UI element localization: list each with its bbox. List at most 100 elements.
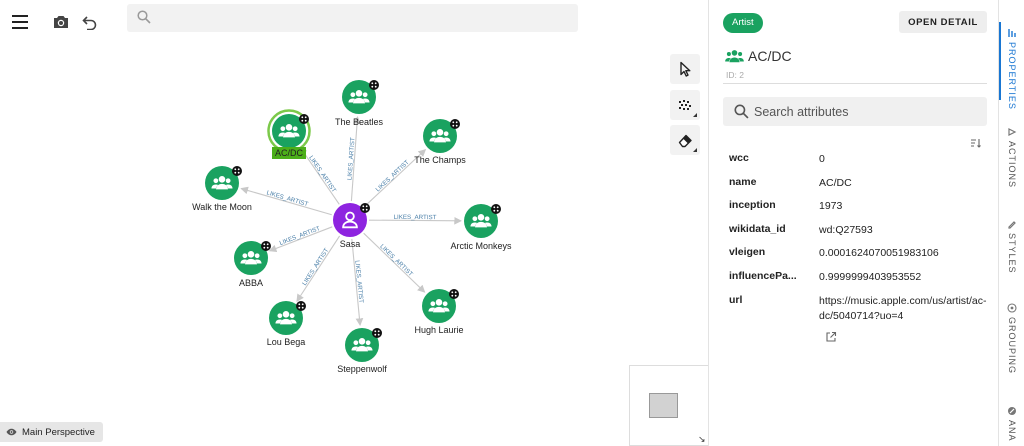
relationship-edge[interactable]: [363, 232, 426, 293]
tab-label: GROUPING: [1007, 317, 1017, 375]
relationship-edge[interactable]: [363, 148, 427, 208]
tab-actions[interactable]: ACTIONS: [999, 127, 1024, 188]
attribute-value[interactable]: https://music.apple.com/us/artist/ac-dc/…: [819, 295, 987, 322]
edge-label: LIKES_ARTIST: [346, 137, 356, 180]
graph-node-beatles[interactable]: The Beatles: [335, 80, 384, 127]
relationship-edge[interactable]: [350, 115, 361, 202]
select-tool-button[interactable]: [670, 54, 700, 84]
tab-grouping[interactable]: GROUPING: [999, 303, 1024, 374]
expand-badge-icon[interactable]: [261, 241, 271, 251]
camera-icon[interactable]: [49, 10, 73, 34]
edge-label: LIKES_ARTIST: [378, 243, 414, 278]
relationship-edge[interactable]: [240, 186, 332, 216]
search-icon: [734, 104, 749, 119]
relationship-edge[interactable]: [268, 226, 333, 253]
grouping-icon: [1007, 303, 1017, 313]
minimap-resize-icon[interactable]: ↘: [698, 434, 706, 444]
eraser-icon: [678, 134, 692, 148]
node-label: AC/DC: [275, 148, 304, 158]
artist-node-circle[interactable]: [272, 114, 306, 148]
artist-node-circle[interactable]: [423, 119, 457, 153]
open-detail-button[interactable]: OPEN DETAIL: [899, 11, 987, 33]
graph-node-champs[interactable]: The Champs: [414, 119, 466, 165]
artist-node-circle[interactable]: [345, 328, 379, 362]
graph-node-steppen[interactable]: Steppenwolf: [337, 328, 387, 374]
graph-node-sasa[interactable]: Sasa: [333, 203, 370, 249]
artist-node-circle[interactable]: [205, 166, 239, 200]
node-label: The Champs: [414, 155, 466, 165]
edge-label: LIKES_ARTIST: [279, 225, 322, 247]
analytics-icon: [1008, 407, 1016, 415]
artist-node-circle[interactable]: [269, 301, 303, 335]
artist-node-circle[interactable]: [422, 289, 456, 323]
graph-node-lou[interactable]: Lou Bega: [267, 301, 306, 347]
eraser-button[interactable]: [670, 125, 700, 155]
hamburger-menu-icon[interactable]: [9, 10, 33, 34]
relationship-edge[interactable]: [368, 216, 462, 225]
expand-badge-icon[interactable]: [360, 203, 370, 213]
tab-properties[interactable]: PROPERTIES: [999, 28, 1024, 110]
properties-panel: Artist OPEN DETAIL AC/DC ID: 2 wcc 0 nam…: [708, 0, 998, 446]
relationship-edge[interactable]: [351, 238, 364, 327]
minimap[interactable]: ↘: [629, 365, 708, 446]
graph-node-abba[interactable]: ABBA: [234, 241, 271, 288]
styles-icon: [1008, 221, 1016, 229]
undo-icon[interactable]: [78, 10, 102, 34]
node-label: Lou Bega: [267, 337, 306, 347]
external-link-icon[interactable]: [825, 331, 837, 343]
perspective-label: Main Perspective: [22, 426, 95, 438]
graph-node-walk[interactable]: Walk the Moon: [192, 166, 252, 212]
perspective-chip[interactable]: Main Perspective: [0, 422, 103, 442]
edge-label: LIKES_ARTIST: [307, 155, 337, 195]
artist-node-circle[interactable]: [234, 241, 268, 275]
side-tabs: PROPERTIES ACTIONS STYLES GROUPING ANA: [998, 0, 1024, 446]
attribute-search-input[interactable]: [754, 102, 979, 122]
artist-node-circle[interactable]: [464, 204, 498, 238]
lasso-select-icon: [679, 100, 691, 110]
sort-attributes-icon[interactable]: [970, 137, 982, 149]
expand-badge-icon[interactable]: [491, 204, 501, 214]
node-label: Arctic Monkeys: [450, 241, 512, 251]
eye-icon: [6, 428, 17, 436]
expand-badge-icon[interactable]: [450, 119, 460, 129]
expand-badge-icon[interactable]: [372, 328, 382, 338]
artist-node-circle[interactable]: [342, 80, 376, 114]
minimap-viewport[interactable]: [649, 393, 678, 418]
attribute-key: vleigen: [729, 246, 766, 258]
edge-label: LIKES_ARTIST: [394, 214, 437, 221]
graph-node-arctic[interactable]: Arctic Monkeys: [450, 204, 512, 251]
lasso-select-button[interactable]: [670, 90, 700, 120]
artist-group-icon: [725, 50, 744, 63]
entity-title: AC/DC: [725, 48, 792, 64]
attribute-search-box[interactable]: [723, 97, 987, 126]
tab-label: ANA: [1007, 420, 1017, 442]
tab-styles[interactable]: STYLES: [999, 219, 1024, 274]
graph-node-hugh[interactable]: Hugh Laurie: [414, 289, 464, 335]
expand-badge-icon[interactable]: [299, 114, 309, 124]
expand-badge-icon[interactable]: [296, 301, 306, 311]
category-chip[interactable]: Artist: [723, 13, 763, 33]
entity-title-text: AC/DC: [748, 48, 792, 64]
expand-badge-icon[interactable]: [232, 166, 242, 176]
attribute-key: name: [729, 176, 757, 188]
edge-label: LIKES_ARTIST: [301, 247, 330, 287]
graph-search-box[interactable]: [127, 4, 578, 32]
edge-label: LIKES_ARTIST: [375, 159, 411, 194]
expand-badge-icon[interactable]: [369, 80, 379, 90]
attribute-key: wikidata_id: [729, 223, 786, 235]
node-label: ABBA: [239, 278, 263, 288]
tab-label: PROPERTIES: [1007, 42, 1017, 110]
tab-label: STYLES: [1007, 233, 1017, 274]
attribute-value: 0.0001624070051983106: [819, 247, 939, 259]
graph-search-input[interactable]: [157, 8, 567, 28]
expand-badge-icon[interactable]: [449, 289, 459, 299]
relationship-edge[interactable]: [299, 146, 340, 205]
graph-node-acdc[interactable]: AC/DC: [267, 109, 311, 160]
relationship-edge[interactable]: [296, 235, 341, 303]
tab-analytics[interactable]: ANA: [999, 406, 1024, 442]
entity-id: ID: 2: [726, 70, 744, 80]
